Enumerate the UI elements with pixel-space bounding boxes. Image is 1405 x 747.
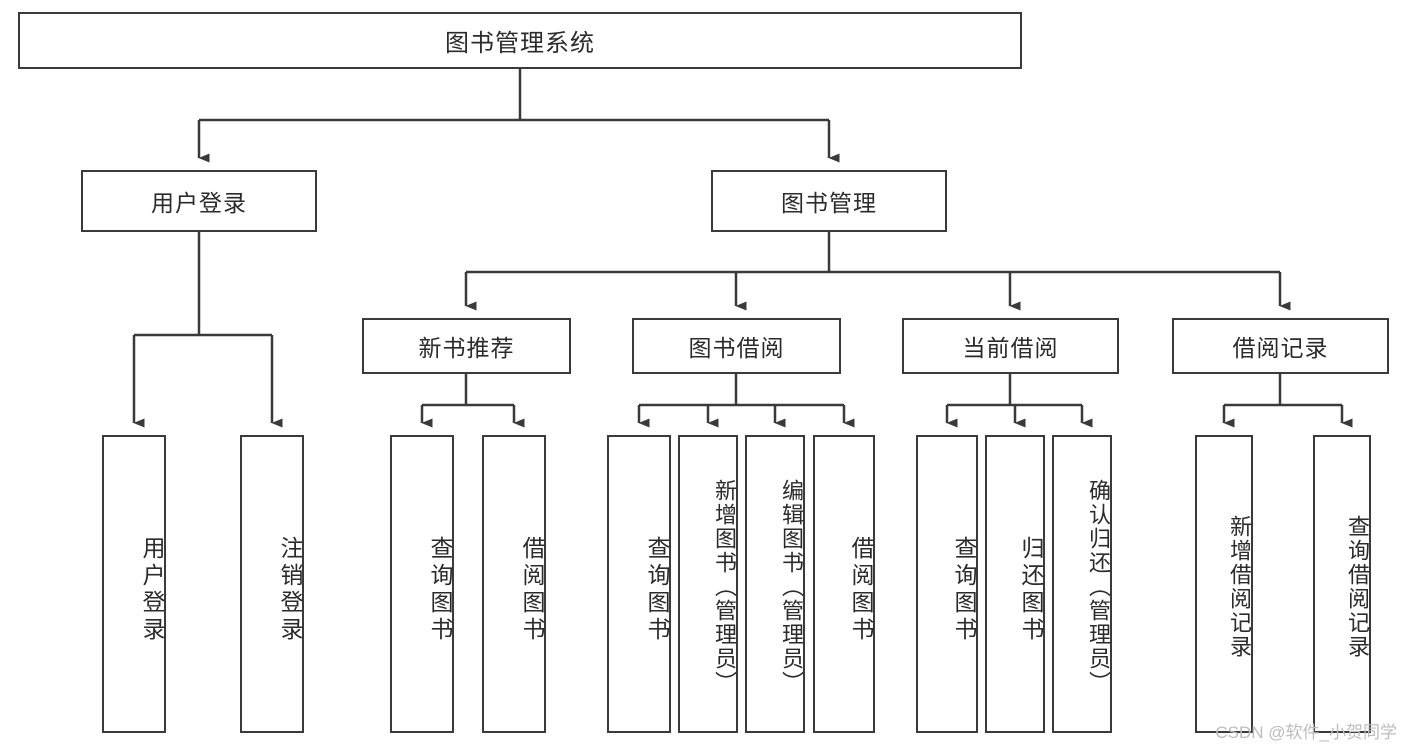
node-label: 借阅记录 — [1232, 335, 1329, 361]
node-user-login[interactable]: 用户登录 — [81, 170, 317, 232]
node-label: 借阅图书 — [519, 536, 545, 644]
node-leaf-user-login[interactable]: 用户登录 — [102, 435, 166, 733]
node-leaf-rec-query-record[interactable]: 查询借阅记录 — [1313, 435, 1371, 733]
node-book-manage[interactable]: 图书管理 — [711, 170, 947, 232]
node-leaf-cur-return-book[interactable]: 归还图书 — [985, 435, 1045, 733]
node-leaf-rec-borrow-book[interactable]: 借阅图书 — [482, 435, 546, 733]
node-leaf-cur-confirm-return[interactable]: 确认归还（管理员） — [1052, 435, 1112, 733]
node-current-borrow[interactable]: 当前借阅 — [902, 318, 1119, 374]
node-label: 查询图书 — [427, 536, 453, 644]
node-leaf-rec-query-book[interactable]: 查询图书 — [390, 435, 454, 733]
node-label: 当前借阅 — [962, 335, 1059, 361]
node-label: 注销登录 — [277, 536, 303, 644]
node-borrow-record[interactable]: 借阅记录 — [1172, 318, 1389, 374]
node-leaf-rec-add-record[interactable]: 新增借阅记录 — [1195, 435, 1253, 733]
node-label: 图书管理 — [781, 190, 877, 216]
node-label: 新增图书（管理员） — [712, 479, 737, 695]
node-label: 查询图书 — [951, 536, 977, 644]
node-label: 用户登录 — [151, 190, 247, 216]
node-label: 用户登录 — [139, 536, 165, 644]
node-label: 图书借阅 — [688, 335, 785, 361]
node-leaf-user-logout[interactable]: 注销登录 — [240, 435, 304, 733]
node-new-book-recommend[interactable]: 新书推荐 — [362, 318, 571, 374]
node-root[interactable]: 图书管理系统 — [18, 12, 1022, 69]
node-label: 新增借阅记录 — [1227, 515, 1252, 659]
node-label: 图书管理系统 — [445, 30, 595, 57]
node-book-borrow[interactable]: 图书借阅 — [632, 318, 841, 374]
node-label: 确认归还（管理员） — [1086, 479, 1111, 695]
node-label: 归还图书 — [1018, 536, 1044, 644]
node-leaf-bor-add-book[interactable]: 新增图书（管理员） — [678, 435, 738, 733]
node-label: 查询借阅记录 — [1345, 515, 1370, 659]
node-label: 借阅图书 — [848, 536, 874, 644]
node-label: 新书推荐 — [418, 335, 515, 361]
edges — [132, 69, 1353, 428]
node-leaf-cur-query-book[interactable]: 查询图书 — [916, 435, 978, 733]
node-label: 编辑图书（管理员） — [779, 479, 804, 695]
node-label: 查询图书 — [644, 536, 670, 644]
node-leaf-bor-query-book[interactable]: 查询图书 — [607, 435, 671, 733]
node-leaf-bor-borrow-book[interactable]: 借阅图书 — [813, 435, 875, 733]
node-leaf-bor-edit-book[interactable]: 编辑图书（管理员） — [745, 435, 805, 733]
